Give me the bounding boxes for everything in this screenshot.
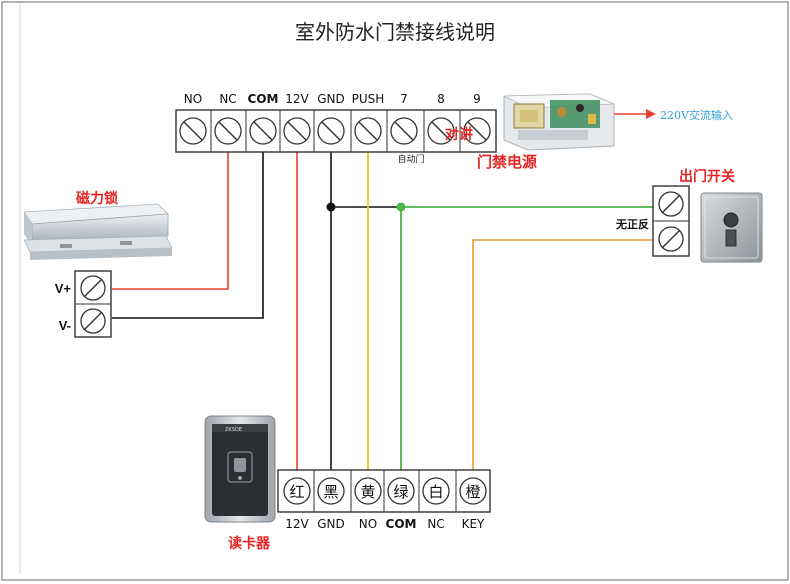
- auto-door-label: 自动门: [397, 153, 424, 165]
- ac-input-label: 220V交流输入: [660, 108, 733, 122]
- controller-terminal-label: 9: [473, 92, 481, 106]
- ac-arrow-head: [646, 109, 656, 119]
- reader-wire-color: 橙: [465, 483, 480, 501]
- power-supply-image: [503, 93, 615, 151]
- exit-button-terminal-block: [652, 185, 690, 257]
- reader-wire-color: 黑: [323, 483, 338, 501]
- controller-terminal-label: 12V: [285, 92, 309, 106]
- controller-terminal-label: NO: [184, 92, 202, 106]
- controller-terminal-labels: NO NC COM 12V GND PUSH 7 8 9: [184, 92, 481, 106]
- wire-key-exit: [472, 239, 654, 478]
- reader-wire-color: 黄: [360, 483, 375, 501]
- reader-brand: ZKSOE: [225, 427, 242, 433]
- controller-terminal-label: NC: [219, 92, 236, 106]
- controller-terminal-label: 7: [400, 92, 408, 106]
- reader-terminal-label: GND: [317, 517, 345, 531]
- junction-com: [396, 202, 406, 212]
- maglock-label: 磁力锁: [76, 190, 118, 207]
- reader-wire-color: 绿: [393, 483, 408, 501]
- exit-button-label: 出门开关: [679, 168, 735, 185]
- reader-terminal-block: [277, 469, 491, 513]
- reader-screw-2: [317, 477, 345, 505]
- reader-screw-3: [354, 477, 382, 505]
- controller-terminal-block: [175, 109, 497, 153]
- reader-terminal-label: NC: [427, 517, 444, 531]
- reader-terminal-label: 12V: [285, 517, 309, 531]
- diagram-title: 室外防水门禁接线说明: [295, 20, 495, 44]
- card-reader-label: 读卡器: [228, 535, 271, 552]
- reader-screw-5: [422, 477, 450, 505]
- controller-terminal-label: COM: [248, 92, 279, 106]
- controller-terminal-label: PUSH: [352, 92, 385, 106]
- card-reader-image: ZKSOE: [204, 415, 276, 523]
- reader-terminal-label: NO: [359, 517, 377, 531]
- wire-com-maglock: [112, 149, 264, 319]
- controller-terminal-label: GND: [317, 92, 345, 106]
- reader-terminal-label: KEY: [462, 517, 485, 531]
- intercom-label: 对讲: [445, 126, 473, 143]
- maglock-image: [23, 203, 173, 260]
- reader-terminal-label: COM: [386, 517, 417, 531]
- maglock-terminal-block: [74, 270, 112, 338]
- reader-screw-6: [459, 477, 487, 505]
- maglock-minus-label: V-: [59, 318, 71, 333]
- exit-button-image: [700, 192, 763, 263]
- reader-screw-4: [387, 477, 415, 505]
- reader-terminal-labels: 红 12V 黑 GND 黄 NO 绿 COM 白 NC 橙 KEY: [285, 483, 485, 531]
- reader-screw-1: [283, 477, 311, 505]
- reader-wire-color: 红: [289, 483, 304, 501]
- controller-terminal-label: 8: [437, 92, 445, 106]
- reader-wire-color: 白: [428, 483, 443, 501]
- exit-polarity-label: 无正反: [615, 217, 649, 231]
- power-supply-label: 门禁电源: [477, 153, 537, 171]
- maglock-plus-label: V+: [55, 281, 72, 296]
- junction-gnd: [326, 202, 336, 212]
- wire-nc-maglock: [112, 149, 229, 290]
